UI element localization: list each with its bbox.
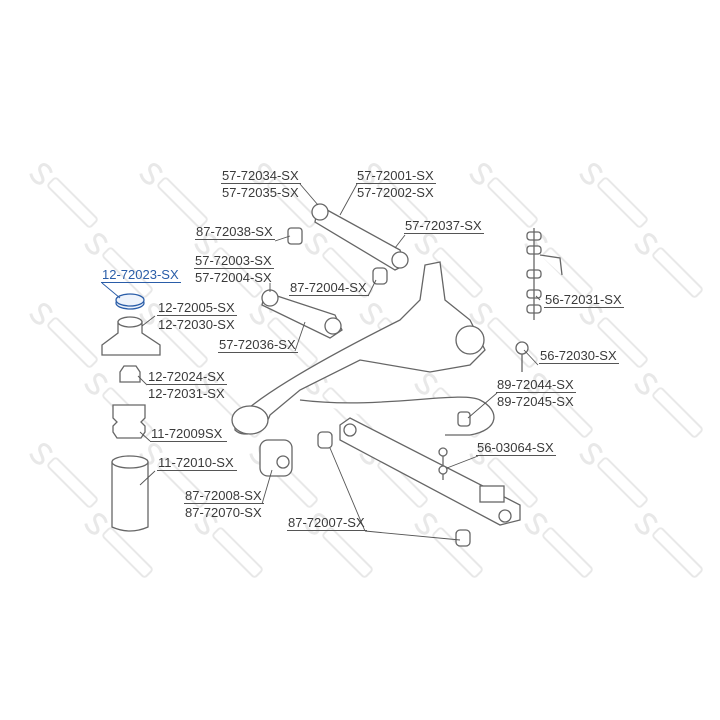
watermark-logo: [579, 443, 648, 508]
leader-line: [364, 530, 461, 541]
wheel-hub: [455, 325, 485, 355]
label-57-72004: 57-72004-SX: [195, 270, 272, 285]
label-57-72001: 57-72001-SX: [356, 168, 436, 184]
drop-link-joint-upper: [438, 447, 448, 457]
label-57-72035: 57-72035-SX: [222, 185, 299, 200]
leader-line: [523, 349, 539, 366]
leader-line: [139, 470, 156, 486]
watermark-logo: [84, 513, 153, 578]
leader-line: [535, 295, 541, 301]
watermark-logo: [469, 163, 538, 228]
label-12-72030: 12-72030-SX: [158, 317, 235, 332]
label-87-72004: 87-72004-SX: [289, 280, 369, 296]
watermark-logo: [634, 233, 703, 298]
bushing-87-72038: [287, 227, 303, 245]
watermark-logo: [634, 373, 703, 438]
label-57-72002: 57-72002-SX: [357, 185, 434, 200]
stabilizer-bar-bushing: [457, 411, 471, 427]
label-87-72038: 87-72038-SX: [195, 224, 275, 240]
upper-arm-bushing-front: [311, 203, 329, 221]
label-87-72007: 87-72007-SX: [287, 515, 367, 531]
watermark-logo: [634, 513, 703, 578]
label-56-72031: 56-72031-SX: [544, 292, 624, 308]
drop-link-joint-lower: [438, 465, 448, 475]
label-12-72005: 12-72005-SX: [157, 300, 237, 316]
stabilizer-bar: [299, 396, 495, 436]
watermark-logo: [579, 303, 648, 368]
watermark-logo: [304, 513, 373, 578]
strut-mount: [101, 321, 161, 356]
label-57-72036: 57-72036-SX: [218, 337, 298, 353]
watermark-logo: [194, 513, 263, 578]
leader-line: [139, 431, 151, 442]
leader-line-highlighted: [101, 282, 121, 299]
leader-line: [394, 234, 406, 249]
watermark-logo: [524, 513, 593, 578]
lower-arm-spring-seat: [479, 485, 505, 503]
label-12-72024: 12-72024-SX: [147, 369, 227, 385]
bushing-87-72007-b: [455, 529, 471, 547]
watermark-logo: [29, 443, 98, 508]
watermark-logo: [414, 233, 483, 298]
leader-line: [141, 315, 156, 327]
watermark-logo: [469, 303, 538, 368]
lower-arm: [339, 417, 521, 526]
label-12-72031: 12-72031-SX: [148, 386, 225, 401]
watermark-logo: [29, 303, 98, 368]
leader-line: [137, 375, 148, 386]
leader-line: [261, 469, 273, 505]
strut-mount-top: [117, 316, 143, 328]
watermark-logo: [29, 163, 98, 228]
label-89-72044: 89-72044-SX: [496, 377, 576, 393]
lower-arm-bushing-front: [343, 423, 357, 437]
washer-12-72023: [115, 293, 145, 307]
watermark-logo: [84, 233, 153, 298]
dust-boot: [111, 457, 149, 532]
leader-line: [274, 235, 291, 242]
bushing-87-72008-bore: [276, 455, 290, 469]
leader-line: [367, 279, 377, 297]
label-87-72008: 87-72008-SX: [184, 488, 264, 504]
label-11-72009: 11-72009SX: [150, 426, 227, 442]
upper-arm-bushing-rear: [391, 251, 409, 269]
watermark-logo: [139, 303, 208, 368]
label-57-72037: 57-72037-SX: [404, 218, 484, 234]
bushing-87-72004: [372, 267, 388, 285]
dust-boot-top: [111, 455, 149, 469]
stabilizer-bar-end: [539, 254, 563, 276]
label-11-72010: 11-72010-SX: [157, 455, 237, 471]
label-89-72045: 89-72045-SX: [497, 394, 574, 409]
subframe-bushing: [231, 405, 269, 435]
leader-line: [299, 183, 319, 206]
watermark-logo: [579, 163, 648, 228]
leader-line: [294, 321, 306, 352]
watermark-logo: [139, 163, 208, 228]
label-56-03064: 56-03064-SX: [476, 440, 556, 456]
watermark-logo: [359, 163, 428, 228]
lower-link-bushing-rear: [324, 317, 342, 335]
watermark-logo: [414, 513, 483, 578]
lower-arm-bushing-rear: [498, 509, 512, 523]
lower-link-bushing-front: [261, 289, 279, 307]
bump-stop: [112, 404, 146, 439]
label-56-72030: 56-72030-SX: [539, 348, 619, 364]
watermark-logo: [249, 163, 318, 228]
leader-line: [446, 455, 479, 469]
label-12-72023-highlighted[interactable]: 12-72023-SX: [101, 267, 181, 283]
leader-line: [467, 392, 498, 419]
leader-line: [339, 183, 358, 216]
leader-line: [329, 447, 366, 532]
label-87-72070: 87-72070-SX: [185, 505, 262, 520]
bushing-87-72007-a: [317, 431, 333, 449]
watermark-logo: [524, 373, 593, 438]
label-57-72034: 57-72034-SX: [221, 168, 301, 184]
bump-cap: [119, 365, 141, 383]
label-57-72003: 57-72003-SX: [194, 253, 274, 269]
